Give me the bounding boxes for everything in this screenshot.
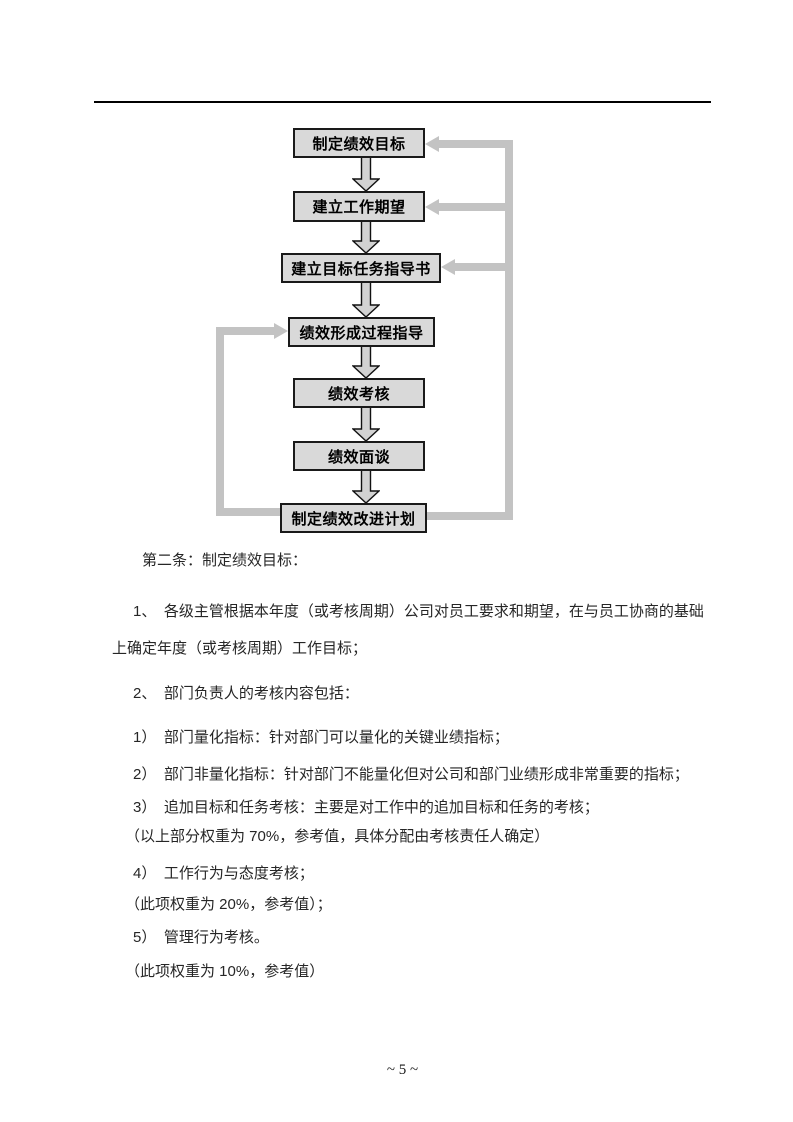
para-1-line-2: 上确定年度（或考核周期）工作目标；: [112, 640, 368, 657]
connector-right-vertical: [505, 140, 513, 520]
flow-box-performance-appraisal: 绩效考核: [293, 378, 425, 408]
para-2: 2、 部门负责人的考核内容包括：: [133, 685, 359, 702]
list-item-3: 3） 追加目标和任务考核：主要是对工作中的追加目标和任务的考核；: [133, 799, 599, 816]
flow-box-goal-task-guidebook: 建立目标任务指导书: [281, 253, 441, 283]
arrowhead-into-box2-icon: [425, 199, 439, 215]
list-item-1: 1） 部门量化指标：针对部门可以量化的关键业绩指标；: [133, 729, 509, 746]
flow-box-performance-process-guidance: 绩效形成过程指导: [288, 317, 435, 347]
flow-arrow-down-6-icon: [352, 470, 380, 504]
list-item-5: 5） 管理行为考核。: [133, 929, 269, 946]
connector-right-h1: [438, 140, 513, 148]
flow-box-performance-improvement-plan: 制定绩效改进计划: [280, 503, 427, 533]
header-rule: [94, 101, 711, 103]
connector-right-h2: [438, 203, 513, 211]
list-item-2: 2） 部门非量化指标：针对部门不能量化但对公司和部门业绩形成非常重要的指标；: [133, 766, 689, 783]
weight-note-10: （此项权重为 10%，参考值）: [125, 963, 325, 980]
flow-arrow-down-1-icon: [352, 157, 380, 192]
list-item-4: 4） 工作行为与态度考核；: [133, 865, 314, 882]
flow-arrow-down-5-icon: [352, 407, 380, 442]
page-number: ~ 5 ~: [386, 1062, 419, 1078]
connector-right-h3: [454, 263, 513, 271]
flow-arrow-down-4-icon: [352, 346, 380, 379]
connector-left-bottom: [216, 508, 301, 516]
flow-box-performance-interview: 绩效面谈: [293, 441, 425, 471]
weight-note-20: （此项权重为 20%，参考值）；: [125, 896, 332, 913]
weight-note-70: （以上部分权重为 70%，参考值，具体分配由考核责任人确定）: [125, 828, 550, 845]
flow-arrow-down-3-icon: [352, 282, 380, 318]
flow-arrow-down-2-icon: [352, 221, 380, 254]
arrowhead-into-box4-icon: [274, 323, 288, 339]
connector-right-bottom: [427, 512, 513, 520]
arrowhead-into-box1-icon: [425, 136, 439, 152]
arrowhead-into-box3-icon: [441, 259, 455, 275]
connector-left-h-top: [216, 327, 275, 335]
connector-left-vertical: [216, 327, 224, 516]
para-1-line-1: 1、 各级主管根据本年度（或考核周期）公司对员工要求和期望，在与员工协商的基础: [133, 603, 704, 620]
heading-article-2: 第二条：制定绩效目标：: [142, 552, 308, 569]
flow-box-establish-work-expectations: 建立工作期望: [293, 191, 425, 222]
flow-box-set-performance-goals: 制定绩效目标: [293, 128, 425, 158]
